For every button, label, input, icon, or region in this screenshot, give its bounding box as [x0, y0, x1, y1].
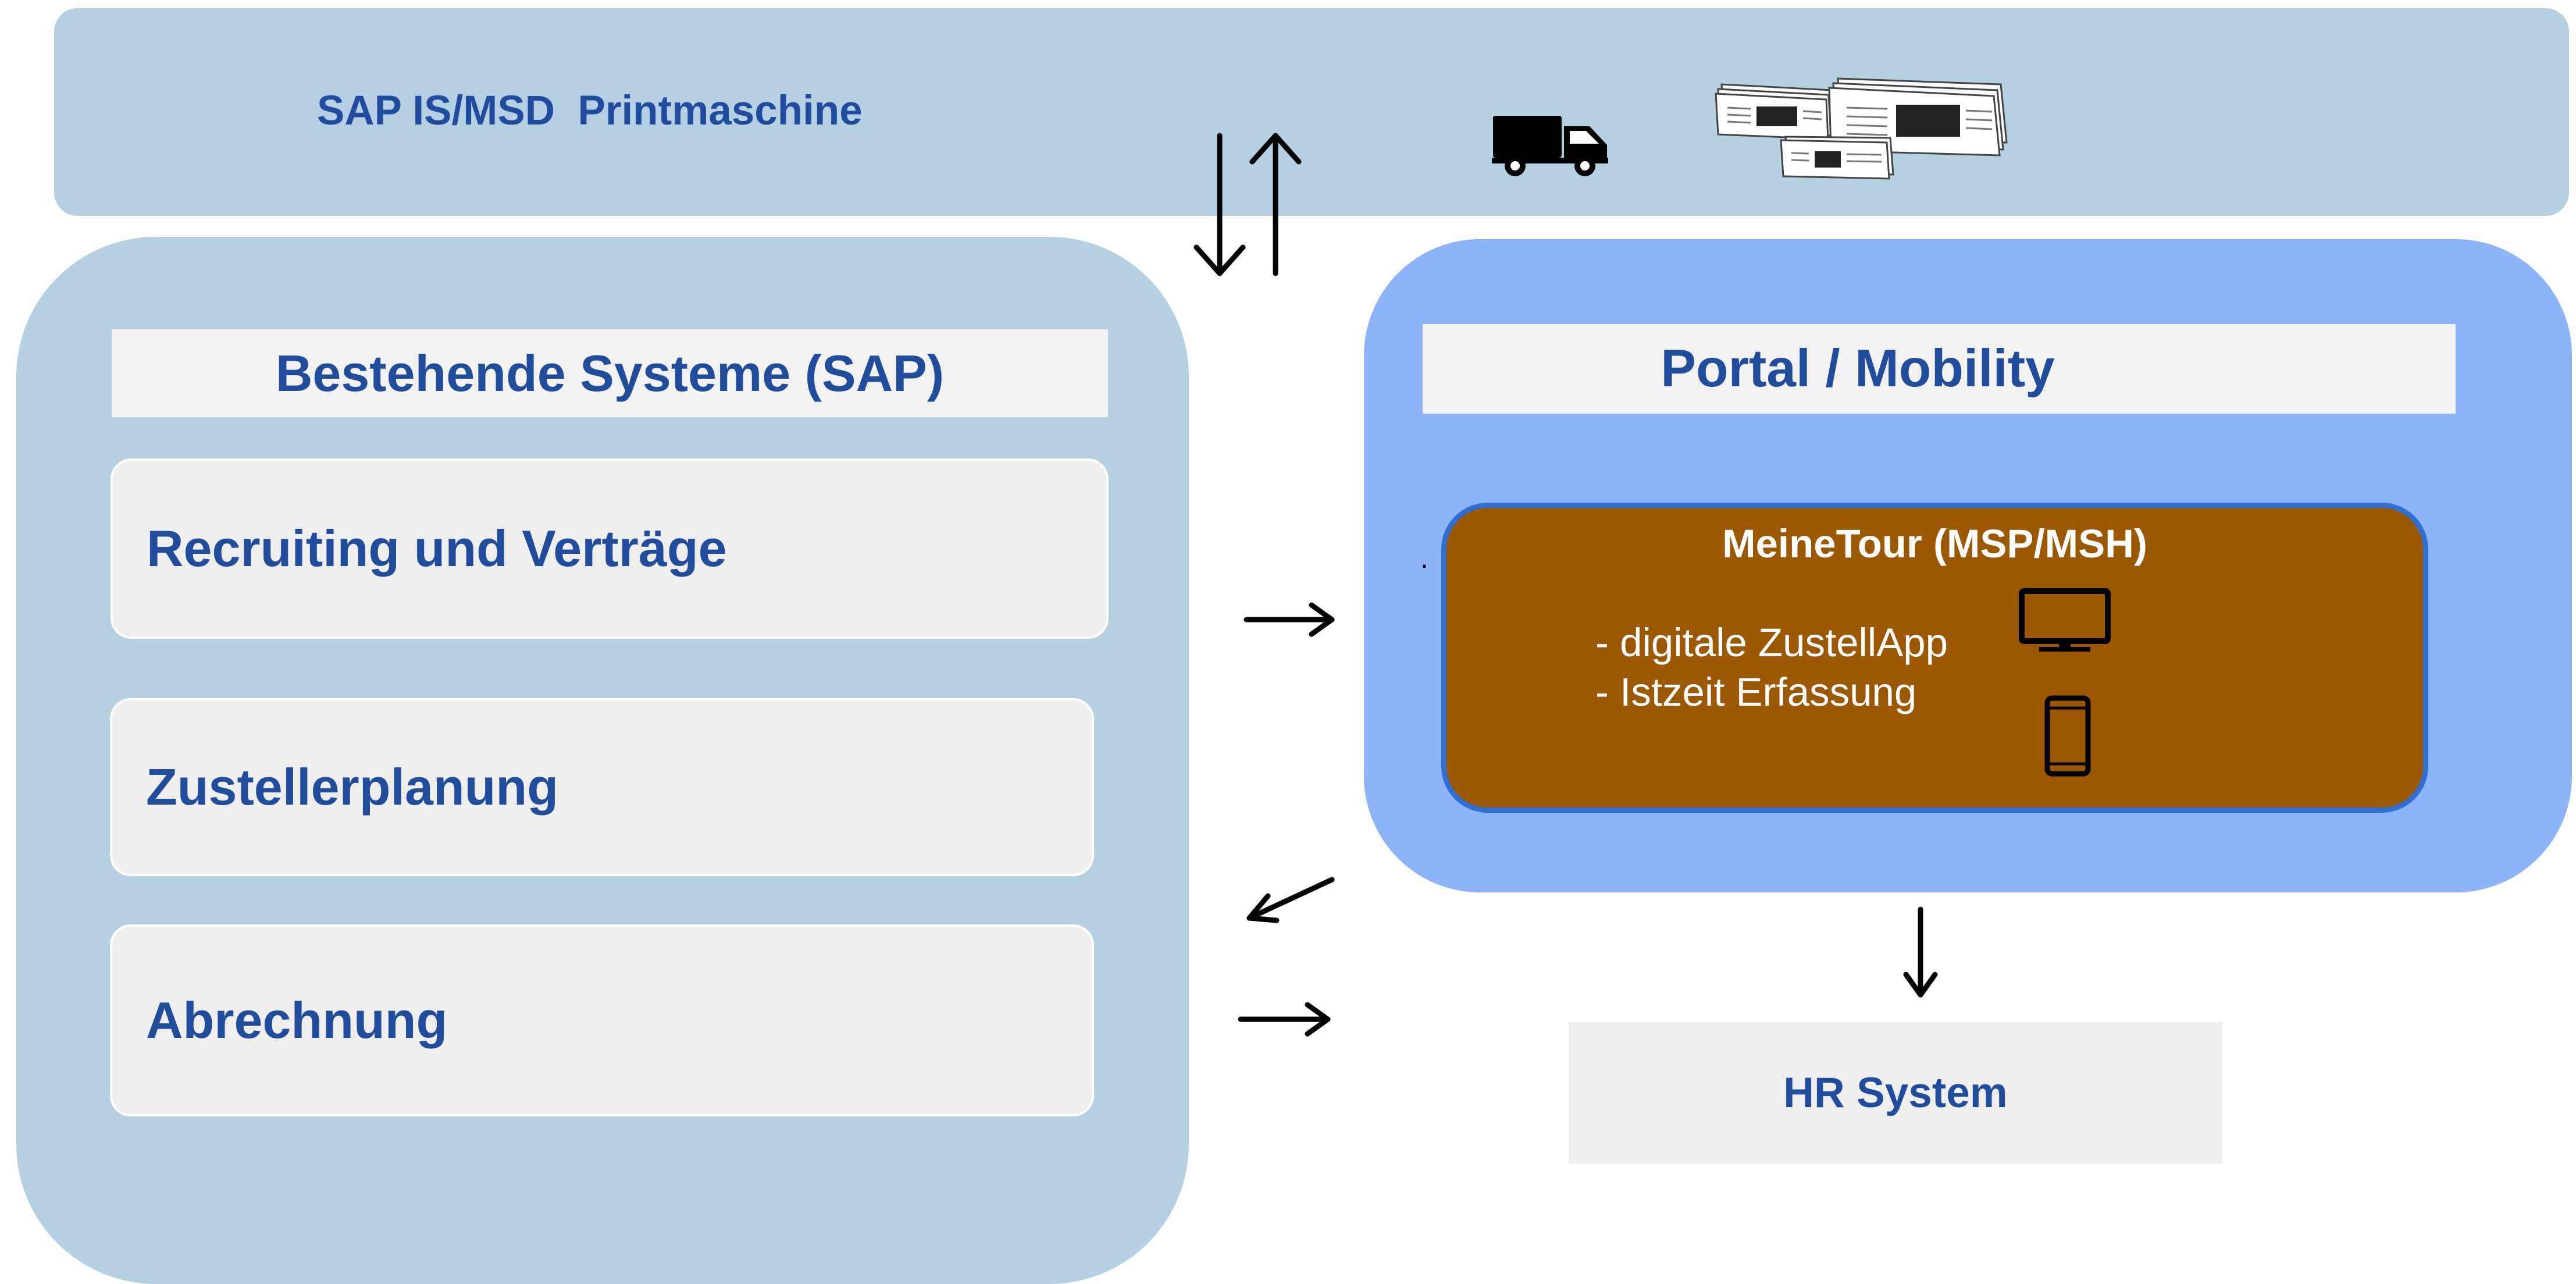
- newspapers-icon: [1715, 77, 2008, 180]
- module-recruiting: Recruiting und Verträge: [111, 458, 1109, 639]
- down-arrow-to-hr-icon: [1903, 906, 1938, 998]
- right-arrow-to-portal-icon: [1244, 602, 1335, 637]
- top-band: [54, 8, 2569, 216]
- meinetour-line-istzeit: - Istzeit Erfassung: [1595, 670, 1917, 714]
- existing-systems-header: Bestehende Systeme (SAP): [112, 329, 1108, 417]
- hr-system-box: HR System: [1569, 1022, 2222, 1164]
- truck-icon: [1492, 116, 1608, 176]
- meinetour-box: [1441, 503, 2428, 813]
- smartphone-icon: [2044, 695, 2091, 777]
- module-abrechnung: Abrechnung: [110, 924, 1094, 1116]
- printmaschine-title: SAP IS/MSD Printmaschine: [317, 88, 863, 134]
- right-arrow-from-abrechnung-icon: [1238, 1002, 1331, 1037]
- dot-marker: .: [1420, 542, 1428, 574]
- portal-mobility-header: Portal / Mobility: [1423, 324, 2456, 414]
- meinetour-title: MeineTour (MSP/MSH): [1722, 521, 2147, 566]
- diagonal-arrow-to-left-icon: [1246, 877, 1335, 923]
- monitor-icon: [2019, 588, 2111, 652]
- module-zustellerplanung: Zustellerplanung: [110, 698, 1094, 876]
- meinetour-line-zustellapp: - digitale ZustellApp: [1595, 620, 1948, 665]
